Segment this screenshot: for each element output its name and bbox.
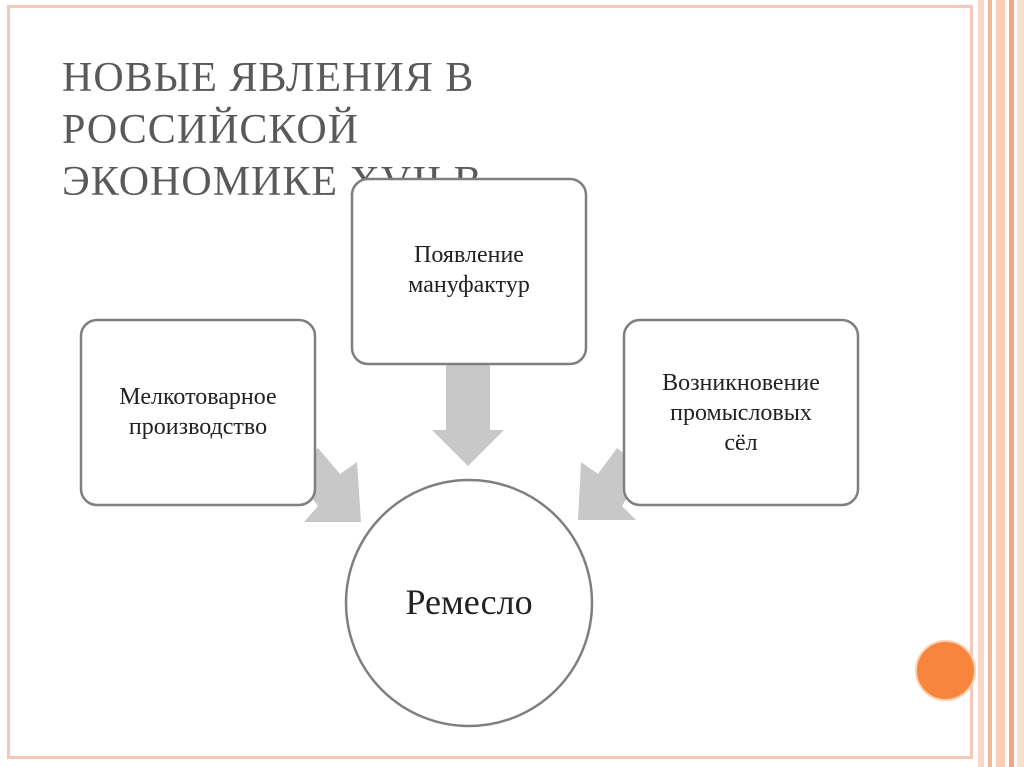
top-box-label-line-1: Появление (414, 242, 524, 268)
center-circle-label: Ремесло (405, 582, 533, 622)
right-box (622, 318, 860, 507)
accent-dot (915, 640, 976, 701)
decor-stripe-5 (1017, 0, 1024, 767)
top-box-label-line-2: мануфактур (408, 272, 530, 298)
decor-stripe-3 (996, 0, 1005, 767)
right-box-label-line-1: Возникновение (662, 370, 820, 396)
left-box-label: Мелкотоварное производство (81, 382, 315, 442)
top-box-label: Появление мануфактур (352, 240, 586, 300)
right-box-label-line-2: промысловых (670, 400, 812, 426)
left-box-label-line-1: Мелкотоварное (119, 384, 277, 410)
right-box-label: Возникновение промысловых сёл (624, 368, 858, 458)
arrow-down (432, 364, 504, 466)
right-box-label-line-3: сёл (724, 430, 758, 456)
top-box (350, 177, 588, 366)
center-circle (344, 478, 594, 728)
decor-stripe-1 (978, 0, 984, 767)
slide-title-line-1: Новые явления в российской (62, 55, 475, 153)
decor-stripe-2 (988, 0, 992, 767)
left-box (79, 318, 317, 507)
decor-stripe-4 (1009, 0, 1014, 767)
left-box-label-line-2: производство (128, 414, 268, 440)
